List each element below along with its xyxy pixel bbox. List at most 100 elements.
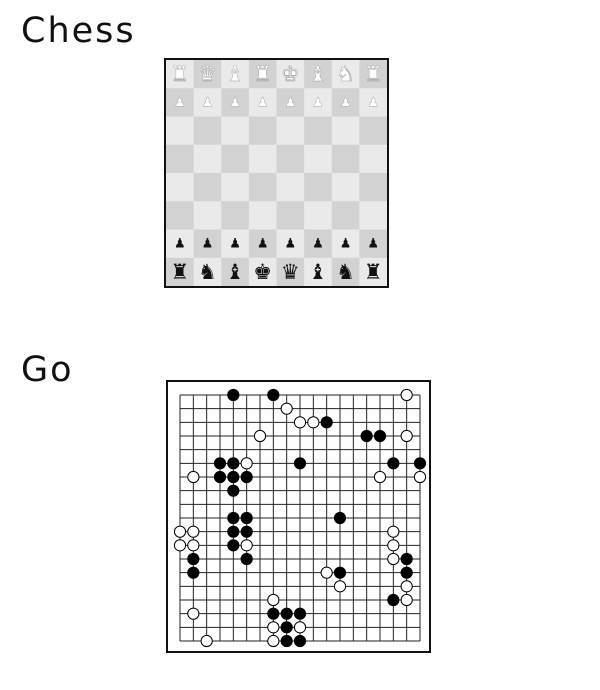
black-stone[interactable] [227,470,240,484]
white-stone[interactable] [387,552,400,566]
black-pawn-icon[interactable]: ♟ [174,237,186,252]
black-king-icon[interactable]: ♚ [253,260,272,284]
chess-square[interactable] [359,257,387,286]
white-pawn-icon[interactable]: ♟ [174,95,186,110]
chess-square[interactable] [331,201,360,230]
white-stone[interactable] [400,580,413,593]
white-pawn-icon[interactable]: ♟ [312,95,324,110]
black-stone[interactable] [280,634,293,648]
white-pawn-icon[interactable]: ♟ [257,95,269,110]
white-stone[interactable] [173,525,187,538]
chess-square[interactable] [248,116,277,146]
chess-square[interactable] [359,88,387,117]
black-stone[interactable] [227,511,240,525]
chess-square[interactable] [193,60,222,89]
white-stone[interactable] [187,539,200,552]
black-pawn-icon[interactable]: ♟ [284,237,296,252]
white-stone[interactable] [253,429,267,443]
chess-square[interactable] [331,60,360,89]
chess-square[interactable] [331,173,360,202]
black-stone[interactable] [227,484,240,497]
chess-square[interactable] [276,229,305,259]
black-stone[interactable] [387,457,400,470]
white-stone[interactable] [307,416,320,429]
black-stone[interactable] [333,511,347,525]
black-stone[interactable] [187,566,200,579]
black-bishop-icon[interactable]: ♝ [309,260,328,284]
black-pawn-icon[interactable]: ♟ [257,237,269,252]
black-stone[interactable] [360,429,373,443]
black-bishop-icon[interactable]: ♝ [226,260,245,284]
black-pawn-icon[interactable]: ♟ [312,237,324,252]
chess-square[interactable] [166,60,195,89]
white-bishop-icon[interactable]: ♝ [225,62,245,86]
chess-square[interactable] [166,173,195,202]
black-stone[interactable] [413,457,427,470]
white-pawn-icon[interactable]: ♟ [284,95,296,110]
black-stone[interactable] [240,511,253,525]
black-knight-icon[interactable]: ♞ [336,260,355,284]
chess-square[interactable] [221,173,250,202]
black-stone[interactable] [280,621,293,634]
white-stone[interactable] [187,525,200,538]
chess-square[interactable] [276,116,305,146]
chess-square[interactable] [304,257,333,286]
white-pawn-icon[interactable]: ♟ [201,95,214,110]
chess-square[interactable] [276,88,305,117]
black-pawn-icon[interactable]: ♟ [367,237,379,252]
white-rook-icon[interactable]: ♜ [253,62,272,86]
chess-square[interactable] [248,173,277,202]
black-stone[interactable] [293,634,307,648]
chess-square[interactable] [248,88,277,117]
black-stone[interactable] [213,457,227,470]
chess-square[interactable] [331,88,360,117]
chess-square[interactable] [193,229,222,259]
chess-square[interactable] [248,201,277,230]
black-pawn-icon[interactable]: ♟ [340,237,352,252]
chess-square[interactable] [248,60,277,89]
white-rook-icon[interactable]: ♜ [364,62,383,86]
white-pawn-icon[interactable]: ♟ [367,95,379,110]
chess-square[interactable] [304,60,333,89]
black-knight-icon[interactable]: ♞ [198,260,217,284]
white-stone[interactable] [293,416,307,429]
white-stone[interactable] [240,457,253,470]
white-stone[interactable] [240,539,253,552]
black-stone[interactable] [240,470,253,484]
white-pawn-icon[interactable]: ♟ [229,95,241,110]
white-stone[interactable] [413,470,427,484]
white-stone[interactable] [267,593,280,607]
chess-square[interactable] [221,116,250,146]
chess-square[interactable] [304,116,333,146]
black-stone[interactable] [293,607,307,620]
chess-square[interactable] [221,88,250,117]
white-bishop-icon[interactable]: ♝ [308,62,328,86]
black-stone[interactable] [333,566,347,579]
chess-square[interactable] [304,144,333,174]
black-stone[interactable] [400,552,413,566]
white-stone[interactable] [187,470,200,484]
chess-square[interactable] [304,173,333,202]
black-stone[interactable] [213,470,227,484]
black-stone[interactable] [227,388,240,402]
go-board-grid[interactable] [168,382,429,651]
black-stone[interactable] [227,539,240,552]
black-stone[interactable] [267,607,280,620]
chess-square[interactable] [221,257,250,286]
chess-square[interactable] [359,144,387,174]
black-stone[interactable] [280,607,293,620]
black-stone[interactable] [400,566,413,579]
chess-square[interactable] [276,60,305,89]
chess-square[interactable] [193,116,222,146]
white-stone[interactable] [400,388,413,402]
white-stone[interactable] [173,539,187,552]
black-stone[interactable] [187,552,200,566]
chess-square[interactable] [276,201,305,230]
chess-square[interactable] [304,201,333,230]
black-rook-icon[interactable]: ♜ [364,260,383,284]
chess-square[interactable] [221,201,250,230]
chess-square[interactable] [193,201,222,230]
chess-board-grid[interactable]: ♜♛♝♜♚♝♞♜♟♟♟♟♟♟♟♟♟♟♟♟♟♟♟♟♜♞♝♚♛♝♞♜ [166,60,387,286]
black-stone[interactable] [373,429,387,443]
black-pawn-icon[interactable]: ♟ [202,237,214,252]
